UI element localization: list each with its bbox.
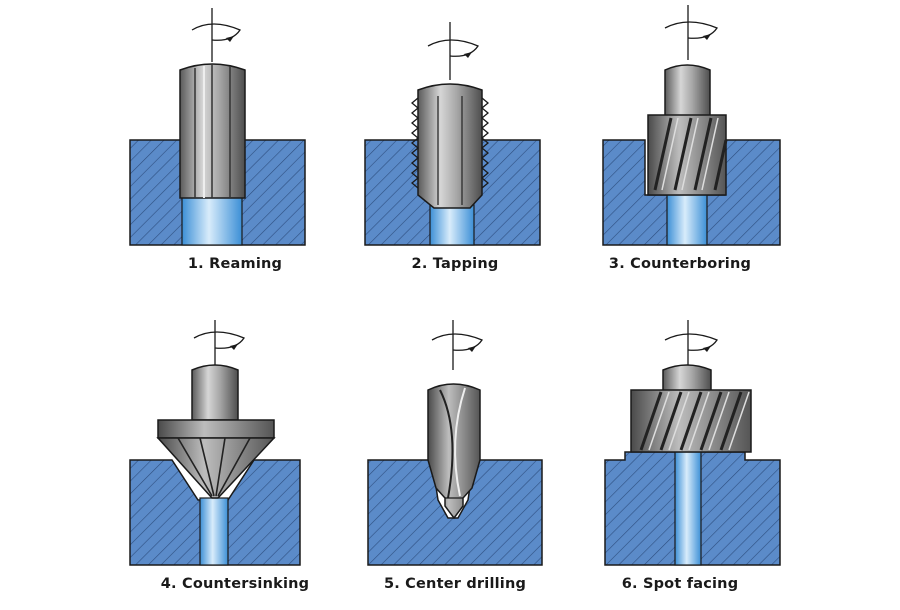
rotation-axis-icon [431,320,483,370]
reaming-diagram [129,8,306,246]
reamer-icon [179,63,246,199]
spot-facing-panel: 6. Spot facing [545,320,815,610]
center-drilling-panel: 5. Center drilling [320,320,590,610]
reaming-label: 1. Reaming [187,256,283,272]
spot-facer-icon [630,364,752,453]
rotation-axis-icon [193,320,245,365]
countersunk-hole [199,497,229,566]
rotation-axis-icon [191,8,241,62]
rotation-axis-icon [664,320,718,368]
rotation-axis-icon [664,5,718,60]
counterboring-label: 3. Counterboring [608,256,752,272]
spot-facing-diagram [604,320,781,566]
countersinking-label: 4. Countersinking [160,576,310,592]
center-drilling-diagram [367,320,543,566]
center-drill-icon [427,383,481,520]
countersink-icon [156,364,276,499]
counterboring-diagram [602,5,781,246]
tapped-hole [429,204,475,246]
counterbore-icon [647,64,728,196]
reaming-panel: 1. Reaming [100,0,370,290]
counterboring-panel: 3. Counterboring [545,0,815,290]
center-drilling-label: 5. Center drilling [383,576,527,592]
spot-faced-hole [674,451,702,566]
countersinking-panel: 4. Countersinking [100,320,370,610]
tapping-panel: 2. Tapping [320,0,590,290]
counterbored-hole [666,194,708,246]
spot-facing-label: 6. Spot facing [621,576,739,592]
tapping-diagram [364,22,541,246]
tap-icon [410,83,490,209]
countersinking-diagram [129,320,301,566]
rotation-axis-icon [427,22,479,80]
tapping-label: 2. Tapping [411,256,499,272]
